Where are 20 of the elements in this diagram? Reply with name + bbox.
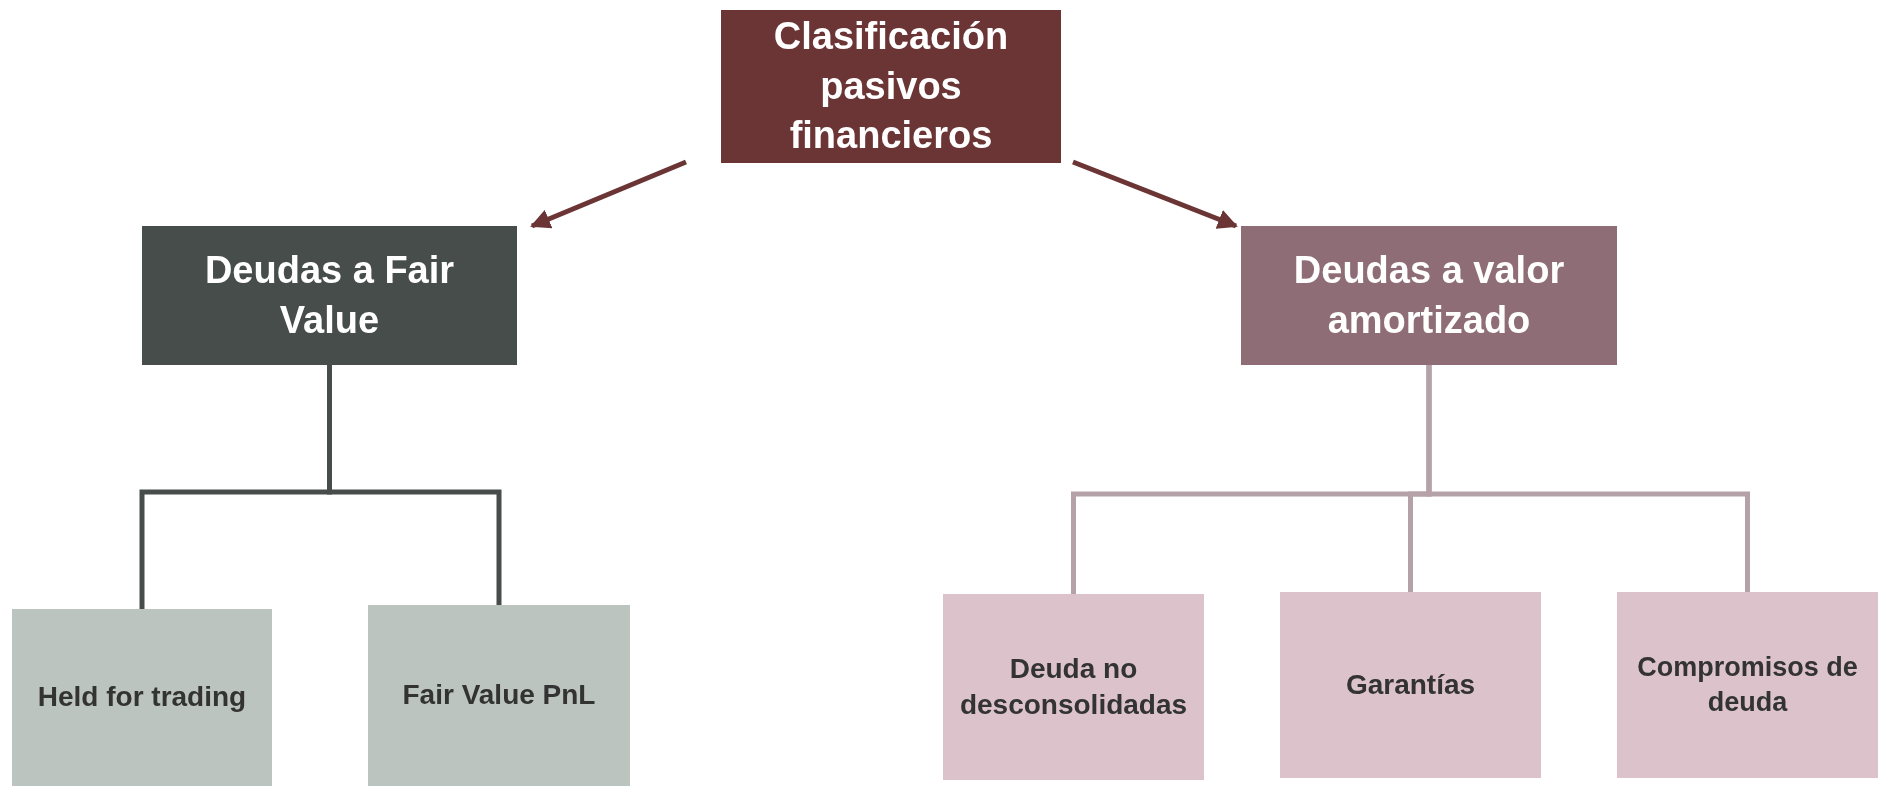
node-label: Held for trading xyxy=(37,680,247,715)
subcategory-box xyxy=(368,605,630,786)
node-label: Garantías xyxy=(1345,667,1476,702)
node-label: Deudas a Fair Value xyxy=(203,248,456,343)
node-label: Deudas a valor amortizado xyxy=(1292,248,1566,343)
node-label: Clasificación pasivos financieros xyxy=(772,14,1010,159)
subcategory-box xyxy=(1280,592,1541,778)
category-box xyxy=(1241,226,1617,365)
connector xyxy=(327,365,502,605)
category-box xyxy=(142,226,517,365)
subcategory-box xyxy=(943,594,1204,780)
node-label: Compromisos de deuda xyxy=(1636,650,1859,719)
subcategory-box xyxy=(12,609,272,786)
node-label: Deuda no desconsolidadas xyxy=(958,651,1189,722)
node-label: Fair Value PnL xyxy=(402,678,596,713)
connector xyxy=(1426,365,1750,592)
connector xyxy=(530,159,687,229)
subcategory-box xyxy=(1617,592,1878,778)
connector xyxy=(1072,159,1238,229)
root-box xyxy=(721,10,1061,163)
